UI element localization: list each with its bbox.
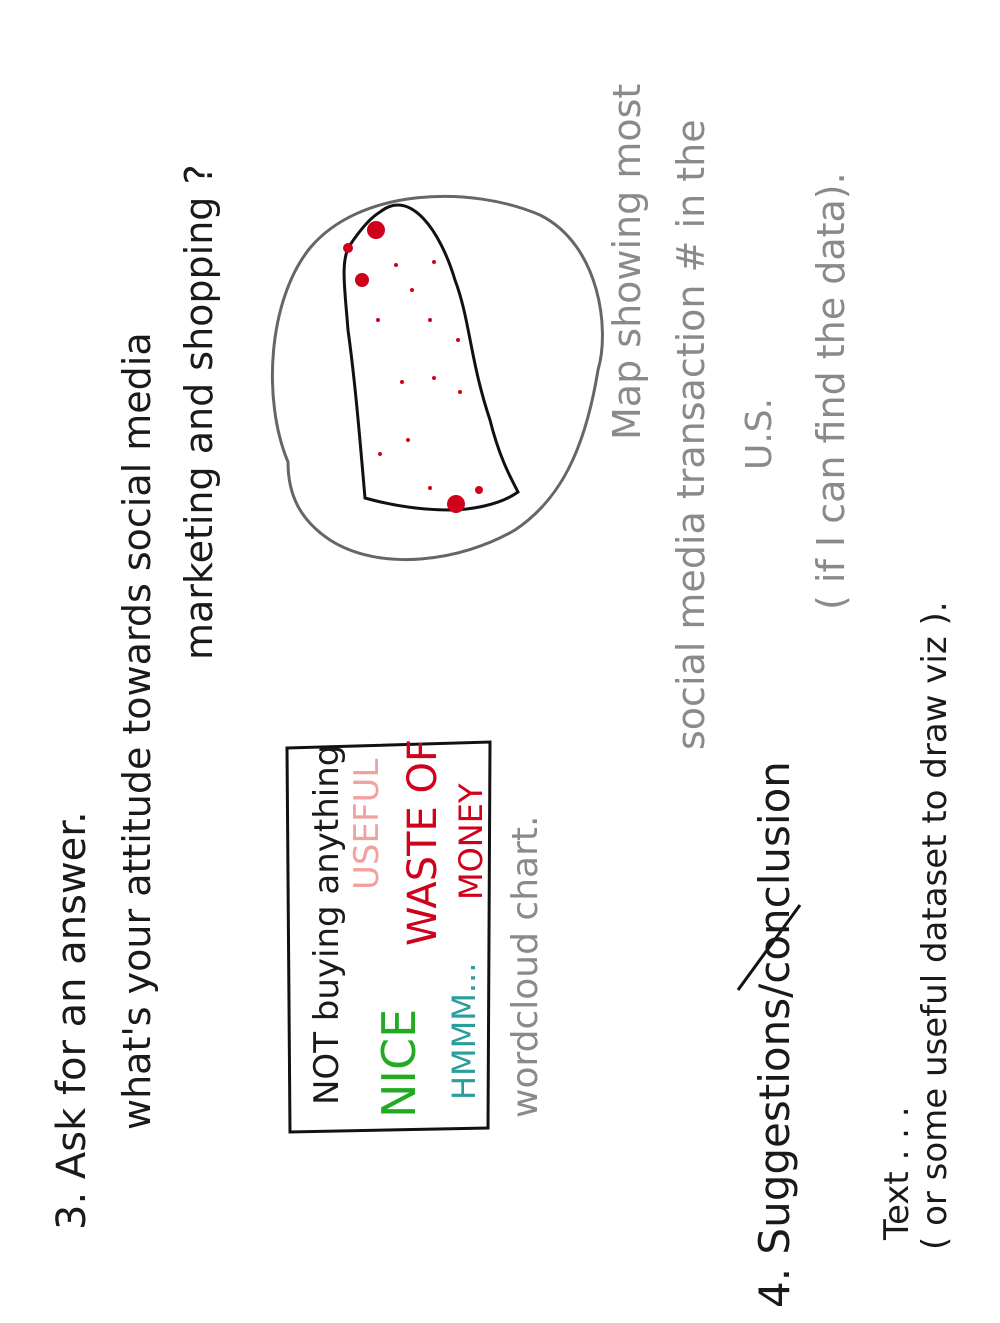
word-hmmm: HMMM... (445, 962, 483, 1100)
heading-slash (736, 904, 802, 991)
section4-heading: 4. Suggestions/conclusion (750, 761, 799, 1308)
question-line1: what's your attitude towards social medi… (115, 332, 159, 1130)
word-nice: NICE (372, 1008, 426, 1118)
word-waste-of: WASTE OF (400, 738, 446, 946)
us-map-outline (342, 203, 520, 512)
word-useful: USEFUL (347, 758, 387, 890)
map-caption-line2: social media transaction # in the (669, 119, 713, 750)
word-money: MONEY (452, 783, 490, 901)
section3-heading: 3. Ask for an answer. (49, 811, 95, 1230)
section4-note: ( or some useful dataset to draw viz ). (915, 601, 955, 1250)
wordcloud-box (285, 740, 492, 1134)
map-caption-line3: U.S. (739, 397, 780, 470)
map-caption-line1: Map showing most (605, 83, 649, 440)
wordcloud-caption: wordcloud chart. (505, 815, 546, 1118)
section4-text: Text . . . (877, 1106, 917, 1240)
question-line2: marketing and shopping ? (177, 164, 221, 660)
map-caption-line4: ( if I can find the data). (809, 172, 853, 610)
word-not-buying: NOT buying anything (307, 744, 347, 1105)
transaction-dots (343, 221, 483, 513)
map-circle (270, 194, 604, 562)
